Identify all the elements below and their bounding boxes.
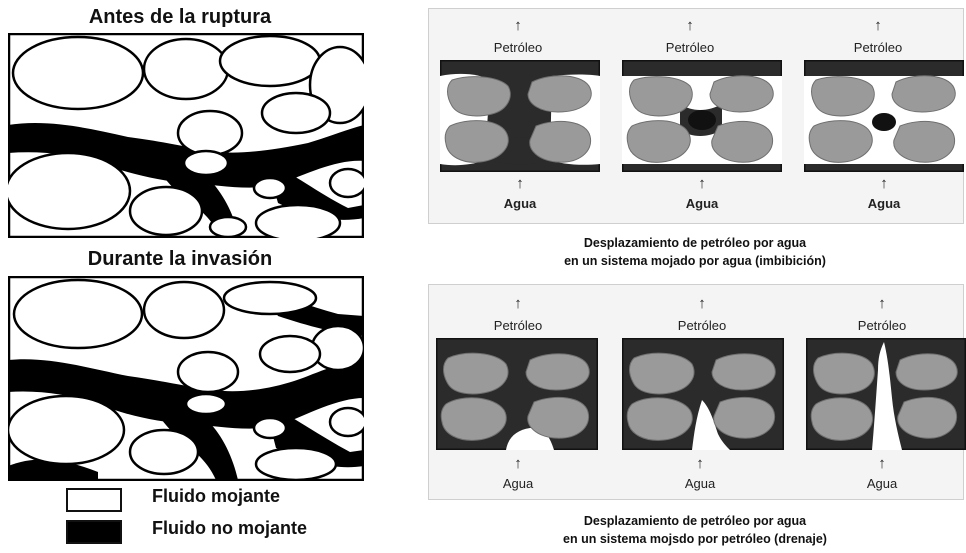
water-label: Agua [684,476,716,491]
water-label: Agua [502,476,534,491]
arrow-up-icon: ↑ [878,455,886,472]
pore-network-before [8,33,364,238]
arrow-up-icon: ↑ [880,175,888,192]
arrow-up-icon: ↑ [698,175,706,192]
arrow-up-icon: ↑ [686,17,694,34]
water-label: Agua [867,196,901,211]
oil-label: Petróleo [853,40,903,55]
title-during-invasion: Durante la invasión [87,248,273,270]
legend-swatch-wetting [66,488,122,512]
water-label: Agua [866,476,898,491]
drainage-caption-line2: en un sistema mojsdo por petróleo (drena… [563,532,827,546]
arrow-up-icon: ↑ [514,17,522,34]
drainage-panel-2 [622,338,784,450]
arrow-up-icon: ↑ [874,17,882,34]
water-label: Agua [685,196,719,211]
oil-label: Petróleo [857,318,907,333]
oil-label: Petróleo [493,40,543,55]
legend-swatch-nonwetting [66,520,122,544]
oil-label: Petróleo [493,318,543,333]
arrow-up-icon: ↑ [878,295,886,312]
drainage-panel-1 [436,338,598,450]
arrow-up-icon: ↑ [696,455,704,472]
oil-label: Petróleo [677,318,727,333]
imbibition-caption-line1: Desplazamiento de petróleo por agua [583,236,807,250]
pore-network-during [8,276,364,481]
arrow-up-icon: ↑ [514,295,522,312]
oil-label: Petróleo [665,40,715,55]
water-label: Agua [503,196,537,211]
legend-label-wetting: Fluido mojante [152,486,280,506]
arrow-up-icon: ↑ [516,175,524,192]
arrow-up-icon: ↑ [698,295,706,312]
imbibition-panel-1 [440,60,600,172]
arrow-up-icon: ↑ [514,455,522,472]
imbibition-panel-3 [804,60,964,172]
legend-label-nonwetting: Fluido no mojante [152,518,307,538]
drainage-panel-3 [806,338,966,450]
drainage-caption-line1: Desplazamiento de petróleo por agua [583,514,807,528]
title-before-breakthrough: Antes de la ruptura [88,6,272,28]
imbibition-caption-line2: en un sistema mojado por agua (imbibició… [564,254,826,268]
imbibition-panel-2 [622,60,782,172]
